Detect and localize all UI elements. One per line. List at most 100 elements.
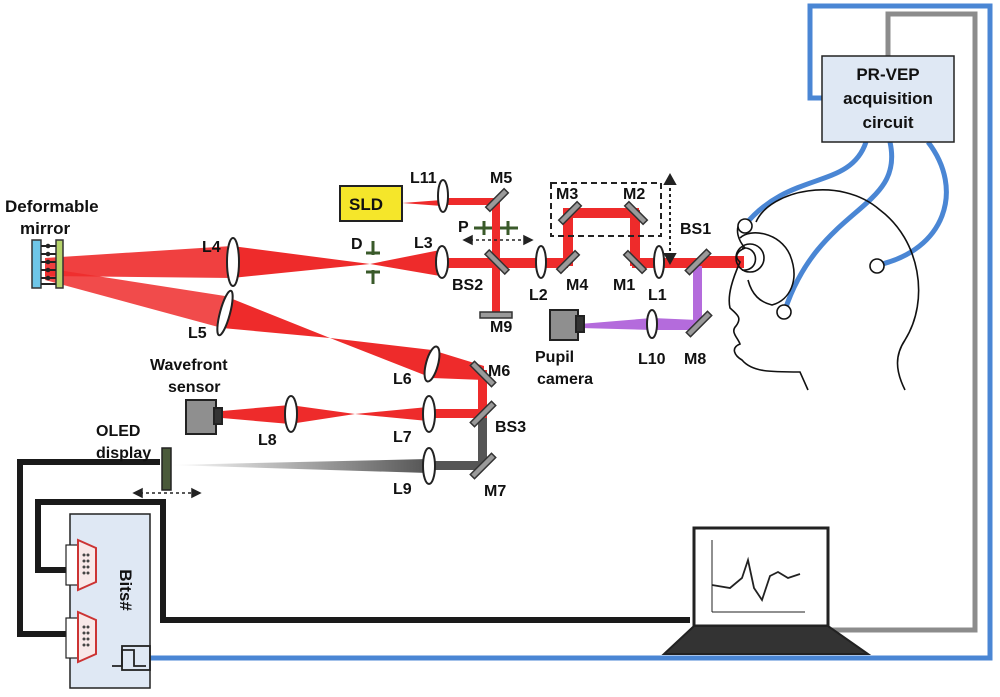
pupil-camera-label-1: Pupil	[535, 349, 574, 366]
label-l9: L9	[393, 481, 412, 498]
beam-l7-l8	[355, 407, 428, 421]
label-l10: L10	[638, 351, 666, 368]
mirror-m8	[685, 310, 713, 338]
mirror-m2	[623, 200, 649, 226]
beam-bs1-m8	[693, 266, 702, 326]
beam-m1-bs1	[632, 258, 702, 268]
connector-2	[65, 610, 97, 664]
label-l4: L4	[202, 239, 221, 256]
prvep-box	[821, 55, 955, 143]
label-l2: L2	[529, 287, 548, 304]
beam-l8-focus	[290, 405, 355, 424]
label-bs1: BS1	[680, 221, 711, 238]
lens-l10	[646, 309, 658, 339]
electrode-lead-2	[782, 141, 895, 311]
beam-bs3-l7	[428, 409, 483, 418]
sld-box	[339, 185, 403, 222]
mirror-m4	[555, 249, 581, 275]
label-l7: L7	[393, 429, 412, 446]
oled-display	[161, 447, 172, 491]
beam-m6-bs3	[478, 370, 487, 418]
lens-l8	[284, 395, 298, 433]
electrode-1	[737, 218, 753, 234]
lens-l5	[216, 289, 234, 337]
beam-focus-l6	[330, 338, 432, 378]
lens-l2	[535, 245, 547, 279]
trigger-output-icon	[112, 645, 151, 671]
label-l6: L6	[393, 371, 412, 388]
beam-l5-l6	[222, 296, 330, 338]
label-m1: M1	[613, 277, 635, 294]
oled-translation-arrow	[132, 487, 202, 499]
prvep-label-2: acquisition	[843, 89, 933, 108]
wavefront-sensor-label-2: sensor	[168, 379, 220, 396]
deformable-mirror-label-1: Deformable	[5, 197, 99, 216]
vertical-translation-arrow	[663, 172, 677, 266]
beamsplitter-bs3	[469, 400, 497, 428]
beam-l6-m6	[432, 350, 484, 380]
lens-l7	[422, 395, 436, 433]
label-m3: M3	[556, 186, 578, 203]
label-p: P	[458, 219, 469, 236]
label-m2: M2	[623, 186, 645, 203]
deformable-mirror	[31, 239, 64, 289]
lens-l6	[423, 345, 441, 383]
horizontal-translation-arrow-p	[462, 234, 534, 246]
beam-sld-l11	[402, 200, 442, 206]
wavefront-sensor	[185, 399, 223, 435]
label-l8: L8	[258, 432, 277, 449]
connector-1	[65, 538, 97, 592]
prvep-label-3: circuit	[862, 113, 913, 132]
black-cable-laptop	[35, 499, 690, 623]
deformable-mirror-label-2: mirror	[20, 219, 70, 238]
beam-l11-m5	[442, 198, 496, 205]
electrode-2	[776, 304, 792, 320]
mirror-m3	[557, 200, 583, 226]
mirror-m1	[622, 249, 648, 275]
beam-m2-m1	[630, 210, 640, 266]
lens-l4	[226, 237, 240, 287]
label-m4: M4	[566, 277, 588, 294]
label-l5: L5	[188, 325, 207, 342]
beams	[45, 198, 744, 473]
label-m7: M7	[484, 483, 506, 500]
translation-stage-box	[550, 182, 662, 237]
wavefront-sensor-label-1: Wavefront	[150, 357, 228, 374]
label-l11: L11	[410, 170, 437, 187]
beamsplitter-bs1	[684, 248, 712, 276]
beam-oled-l9	[170, 459, 428, 473]
beam-bs1-eye	[700, 256, 744, 268]
mirror-m9	[479, 311, 513, 319]
lens-l1	[653, 245, 665, 279]
pinhole-p	[474, 221, 518, 235]
beam-m4-m3	[563, 210, 573, 266]
beam-m7-l9	[428, 461, 483, 470]
black-cable-oled	[17, 459, 160, 637]
bits-label: Bits#	[116, 569, 135, 611]
beam-l4-d	[232, 246, 370, 278]
vep-waveform-plot	[711, 540, 805, 613]
pinhole-d	[366, 241, 380, 284]
beam-m3-m2	[563, 208, 639, 218]
mirrors	[469, 187, 713, 480]
beam-d-l3	[370, 250, 440, 276]
electrode-lead-1	[743, 141, 869, 227]
electrode-lead-3	[877, 140, 949, 268]
sld-label: SLD	[349, 195, 383, 214]
beam-bs3-m7	[478, 418, 487, 466]
component-labels: L11 M5 P D L4 L3 BS2 M9 L5 L2 M3 M2 M4 M…	[96, 170, 711, 500]
cables	[17, 3, 993, 661]
mirror-m5	[484, 187, 510, 213]
pupil-camera	[549, 309, 585, 341]
blue-cable-trigger	[150, 3, 993, 661]
mirror-m6	[469, 360, 497, 388]
lens-l9	[422, 447, 436, 485]
prvep-label-1: PR-VEP	[856, 65, 919, 84]
label-m6: M6	[488, 363, 510, 380]
label-l1: L1	[648, 287, 667, 304]
label-l3: L3	[414, 235, 433, 252]
beamsplitter-bs2	[483, 248, 511, 276]
laptop	[661, 526, 872, 655]
electrode-3	[869, 258, 885, 274]
